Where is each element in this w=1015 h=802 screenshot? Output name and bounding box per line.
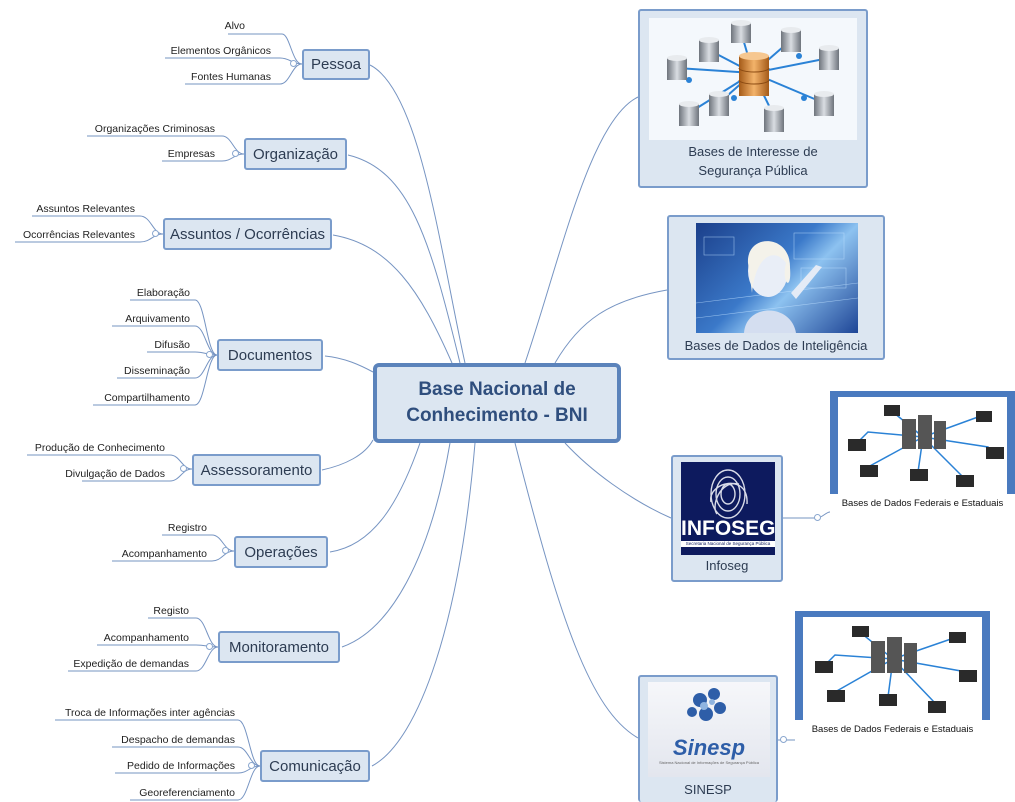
subtopic-organizacoes-criminosas[interactable]: Organizações Criminosas xyxy=(94,123,215,135)
subtopic-troca-informacoes[interactable]: Troca de Informações inter agências xyxy=(64,707,235,719)
subtopic-arquivamento[interactable]: Arquivamento xyxy=(125,313,190,325)
network-servers-icon xyxy=(848,405,1004,487)
sinesp-logo-subtitle: Sistema Nacional de Informações de Segur… xyxy=(658,760,760,765)
sinesp-emblem-icon xyxy=(687,688,726,721)
sinesp-logo: Sinesp Sistema Nacional de Informações d… xyxy=(648,682,770,777)
topic-label: Operações xyxy=(244,543,318,561)
bases-interesse-line1: Bases de Interesse de xyxy=(688,144,818,159)
collapse-toggle[interactable] xyxy=(180,465,187,472)
database-network-icon xyxy=(667,20,839,132)
subtopic-expedicao-demandas[interactable]: Expedição de demandas xyxy=(73,658,189,670)
collapse-toggle[interactable] xyxy=(206,643,213,650)
subtopic-fontes-humanas[interactable]: Fontes Humanas xyxy=(191,71,271,83)
subtopic-registro[interactable]: Registro xyxy=(167,522,207,534)
topic-organizacao[interactable]: Organização xyxy=(244,138,347,170)
federal-bases-label-2: Bases de Dados Federais e Estaduais xyxy=(795,720,990,740)
network-diagram-image xyxy=(803,617,982,720)
topic-label: Assessoramento xyxy=(200,461,313,479)
topic-assessoramento[interactable]: Assessoramento xyxy=(192,454,321,486)
fingerprint-icon xyxy=(710,469,748,519)
collapse-toggle[interactable] xyxy=(222,547,229,554)
collapse-toggle[interactable] xyxy=(152,230,159,237)
federal-bases-label-1: Bases de Dados Federais e Estaduais xyxy=(830,494,1015,514)
topic-assuntos-ocorrencias[interactable]: Assuntos / Ocorrências xyxy=(163,218,332,250)
holographic-figure-icon xyxy=(696,232,858,333)
database-network-image xyxy=(649,18,857,140)
sinesp-label: SINESP xyxy=(684,782,732,797)
subtopic-acompanhamento[interactable]: Acompanhamento xyxy=(121,548,207,560)
topic-infoseg[interactable]: INFOSEG Secretaria Nacional de Segurança… xyxy=(671,455,783,582)
topic-label: Comunicação xyxy=(269,757,361,775)
collapse-toggle[interactable] xyxy=(814,514,821,521)
subtopic-difusao[interactable]: Difusão xyxy=(154,339,190,351)
subtopic-elementos-organicos[interactable]: Elementos Orgânicos xyxy=(170,45,271,57)
topic-label: Documentos xyxy=(227,346,313,364)
bases-interesse-line2: Segurança Pública xyxy=(698,163,808,178)
topic-label: Monitoramento xyxy=(228,638,330,656)
subtopic-empresas[interactable]: Empresas xyxy=(167,148,215,160)
topic-label: Organização xyxy=(252,145,339,163)
collapse-toggle[interactable] xyxy=(232,150,239,157)
subtopic-ocorrencias-relevantes[interactable]: Ocorrências Relevantes xyxy=(22,229,135,241)
central-topic[interactable]: Base Nacional de Conhecimento - BNI xyxy=(373,363,621,443)
subtopic-disseminacao[interactable]: Disseminação xyxy=(124,365,190,377)
infoseg-logo: INFOSEG Secretaria Nacional de Segurança… xyxy=(681,462,775,555)
sinesp-logo-text: Sinesp xyxy=(672,735,746,760)
subtopic-despacho-demandas[interactable]: Despacho de demandas xyxy=(121,734,235,746)
topic-monitoramento[interactable]: Monitoramento xyxy=(218,631,340,663)
topic-comunicacao[interactable]: Comunicação xyxy=(260,750,370,782)
federal-bases-panel-1[interactable]: Bases de Dados Federais e Estaduais xyxy=(830,391,1015,514)
subtopic-assuntos-relevantes[interactable]: Assuntos Relevantes xyxy=(36,203,135,215)
topic-bases-inteligencia[interactable]: Bases de Dados de Inteligência xyxy=(667,215,885,360)
collapse-toggle[interactable] xyxy=(780,736,787,743)
intelligence-image xyxy=(696,223,858,333)
network-servers-icon xyxy=(815,626,977,713)
topic-label: Assuntos / Ocorrências xyxy=(169,225,326,243)
bases-inteligencia-label: Bases de Dados de Inteligência xyxy=(684,338,868,353)
subtopic-registo[interactable]: Registo xyxy=(153,605,189,617)
subtopic-producao-conhecimento[interactable]: Produção de Conhecimento xyxy=(34,442,165,454)
infoseg-label: Infoseg xyxy=(705,558,749,573)
topic-operacoes[interactable]: Operações xyxy=(234,536,328,568)
network-diagram-image xyxy=(838,397,1007,494)
subtopic-compartilhamento[interactable]: Compartilhamento xyxy=(104,392,190,404)
topic-label: Pessoa xyxy=(310,56,362,73)
federal-bases-panel-2[interactable]: Bases de Dados Federais e Estaduais xyxy=(795,611,990,740)
topic-sinesp[interactable]: Sinesp Sistema Nacional de Informações d… xyxy=(638,675,778,802)
central-title-line2: Conhecimento - BNI xyxy=(406,405,588,426)
infoseg-logo-text: INFOSEG xyxy=(681,517,775,540)
collapse-toggle[interactable] xyxy=(248,762,255,769)
subtopic-pedido-informacoes[interactable]: Pedido de Informações xyxy=(127,760,235,772)
collapse-toggle[interactable] xyxy=(206,351,213,358)
collapse-toggle[interactable] xyxy=(290,60,297,67)
infoseg-logo-subtitle: Secretaria Nacional de Segurança Pública xyxy=(681,541,775,547)
central-title-line1: Base Nacional de xyxy=(418,379,576,400)
topic-pessoa[interactable]: Pessoa xyxy=(302,49,370,80)
subtopic-acompanhamento[interactable]: Acompanhamento xyxy=(103,632,189,644)
subtopic-elaboracao[interactable]: Elaboração xyxy=(136,287,190,299)
subtopic-divulgacao-dados[interactable]: Divulgação de Dados xyxy=(65,468,165,480)
topic-documentos[interactable]: Documentos xyxy=(217,339,323,371)
subtopic-georeferenciamento[interactable]: Georeferenciamento xyxy=(139,787,235,799)
subtopic-alvo[interactable]: Alvo xyxy=(224,20,245,32)
topic-bases-interesse[interactable]: Bases de Interesse de Segurança Pública xyxy=(638,9,868,188)
